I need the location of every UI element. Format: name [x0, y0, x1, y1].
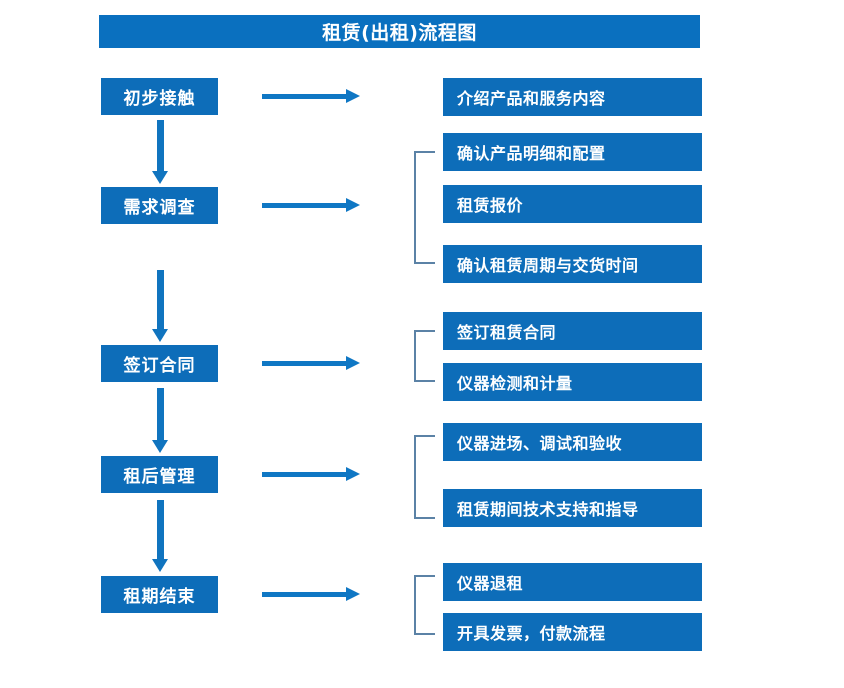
- arrow-shaft: [157, 120, 164, 171]
- stage-box-1[interactable]: 初步接触: [101, 78, 218, 115]
- arrow-head: [346, 89, 360, 103]
- arrow-shaft: [157, 500, 164, 559]
- vertical-arrow-2: [152, 270, 169, 342]
- arrow-head: [346, 467, 360, 481]
- detail-box-10[interactable]: 开具发票，付款流程: [443, 613, 702, 651]
- stage-box-5[interactable]: 租期结束: [101, 576, 218, 613]
- arrow-head: [346, 356, 360, 370]
- vertical-arrow-1: [152, 120, 169, 184]
- stage-box-2[interactable]: 需求调查: [101, 187, 218, 224]
- vertical-arrow-4: [152, 500, 169, 572]
- group-bracket-3: [414, 435, 435, 519]
- arrow-head: [152, 440, 168, 453]
- detail-box-4[interactable]: 确认租赁周期与交货时间: [443, 245, 702, 283]
- arrow-shaft: [157, 270, 164, 329]
- horizontal-arrow-3: [262, 356, 360, 370]
- horizontal-arrow-2: [262, 198, 360, 212]
- arrow-head: [346, 198, 360, 212]
- detail-box-3[interactable]: 租赁报价: [443, 185, 702, 223]
- detail-box-2[interactable]: 确认产品明细和配置: [443, 133, 702, 171]
- group-bracket-4: [414, 575, 435, 635]
- stage-box-3[interactable]: 签订合同: [101, 345, 218, 382]
- group-bracket-2: [414, 330, 435, 382]
- stage-box-4[interactable]: 租后管理: [101, 456, 218, 493]
- arrow-shaft: [262, 203, 346, 208]
- group-bracket-1: [414, 151, 435, 264]
- arrow-shaft: [262, 361, 346, 366]
- vertical-arrow-3: [152, 388, 169, 453]
- arrow-shaft: [262, 94, 346, 99]
- arrow-shaft: [157, 388, 164, 440]
- detail-box-1[interactable]: 介绍产品和服务内容: [443, 78, 702, 116]
- horizontal-arrow-1: [262, 89, 360, 103]
- arrow-head: [152, 329, 168, 342]
- detail-box-5[interactable]: 签订租赁合同: [443, 312, 702, 350]
- detail-box-7[interactable]: 仪器进场、调试和验收: [443, 423, 702, 461]
- arrow-head: [152, 171, 168, 184]
- arrow-shaft: [262, 472, 346, 477]
- horizontal-arrow-5: [262, 587, 360, 601]
- detail-box-6[interactable]: 仪器检测和计量: [443, 363, 702, 401]
- arrow-head: [152, 559, 168, 572]
- page-title: 租赁(出租)流程图: [99, 15, 700, 48]
- detail-box-8[interactable]: 租赁期间技术支持和指导: [443, 489, 702, 527]
- arrow-head: [346, 587, 360, 601]
- detail-box-9[interactable]: 仪器退租: [443, 563, 702, 601]
- arrow-shaft: [262, 592, 346, 597]
- horizontal-arrow-4: [262, 467, 360, 481]
